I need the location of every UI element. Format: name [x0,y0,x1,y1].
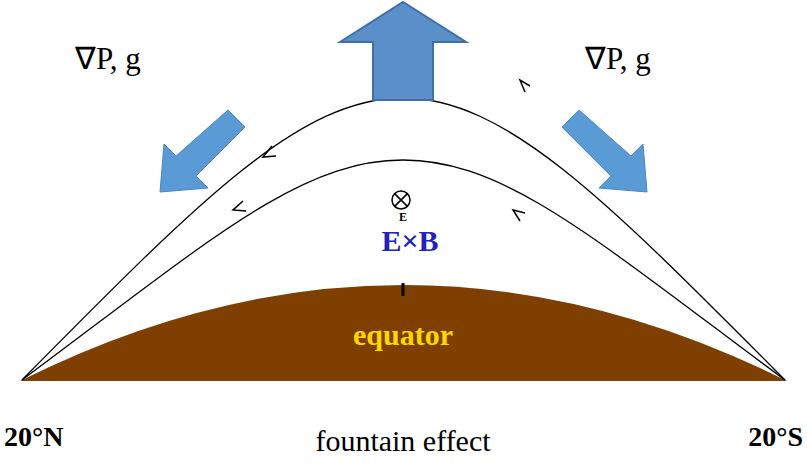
force-label: ∇P, g [75,42,141,76]
latitude-label: 20°N [4,422,63,453]
field-label: E [399,211,407,224]
diffusion-arrow [562,110,647,192]
field-arrowhead [520,80,530,92]
equator-label: equator [353,318,453,351]
field-arrowhead [233,201,246,211]
latitude-label: 20°S [748,422,803,453]
uplift-arrow [340,2,466,100]
field-arrowhead [263,146,276,157]
caption-label: fountain effect [315,424,490,457]
diffusion-arrow [160,110,245,192]
field-line [22,98,785,380]
into-page-symbol [392,191,410,209]
equator-tick [402,283,405,296]
force-label: ∇P, g [585,42,651,76]
field-arrowhead [513,210,525,221]
drift-label: E×B [381,224,438,257]
field-line [22,160,785,380]
earth-ground [20,285,787,381]
